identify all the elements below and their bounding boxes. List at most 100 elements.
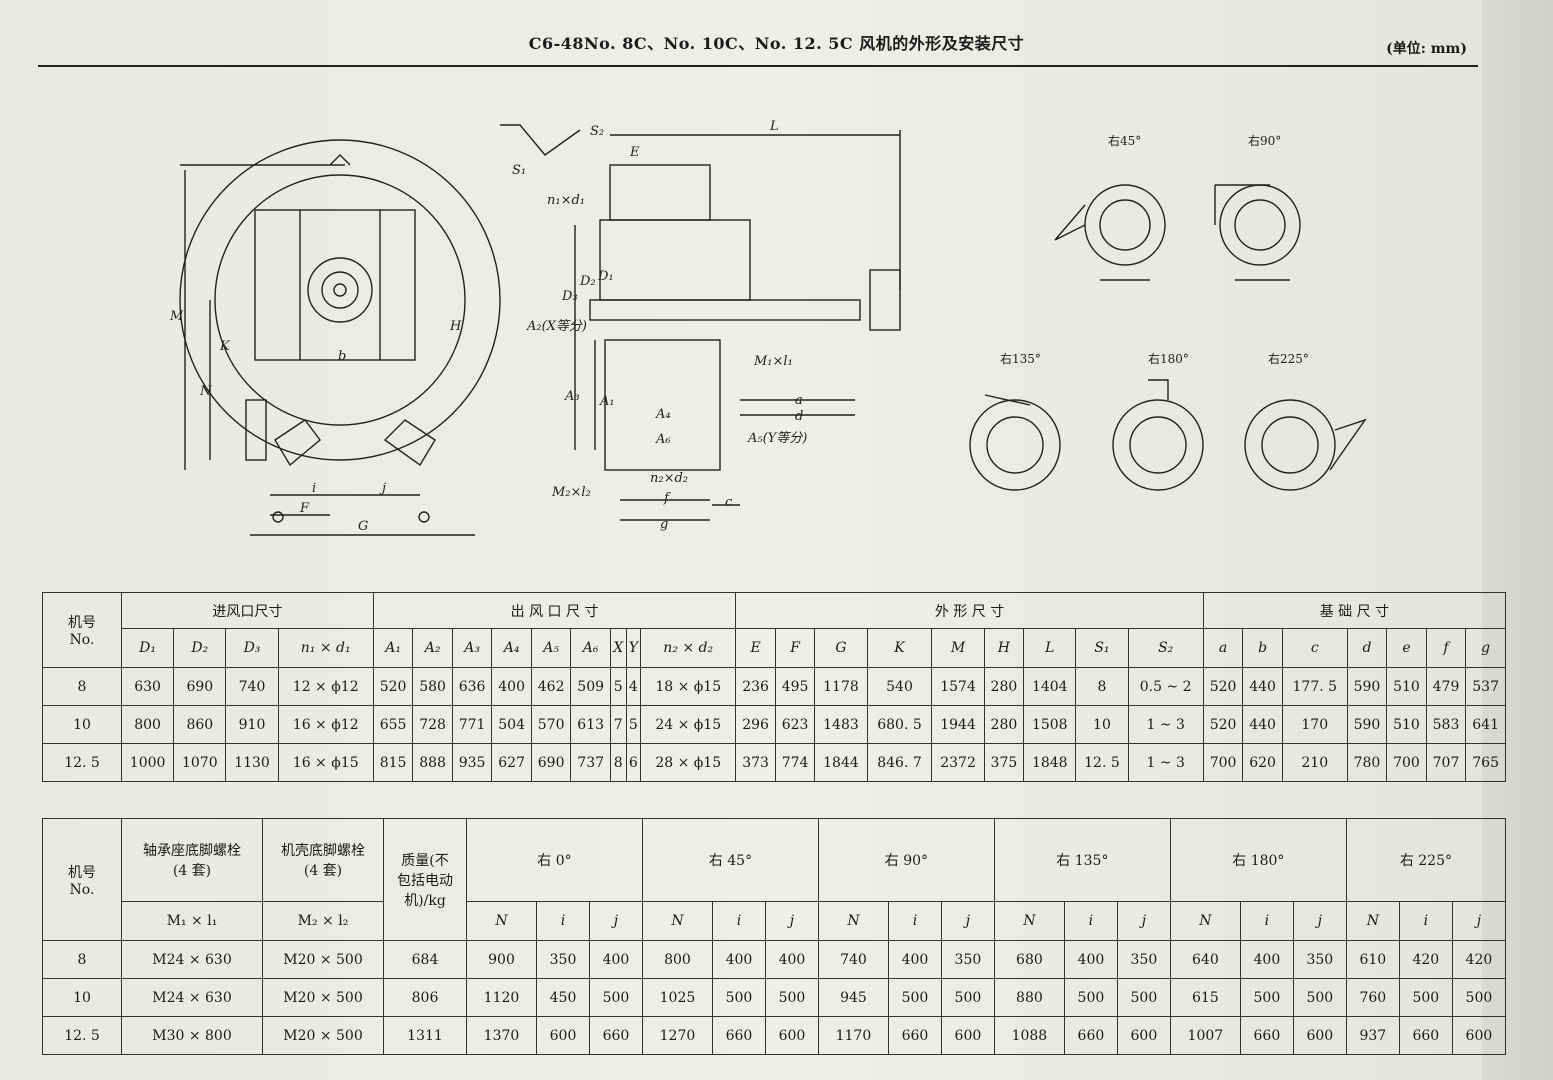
- t2-group-r135: 右 135°: [993, 818, 1171, 902]
- t1-col-header: D₁: [120, 628, 175, 668]
- orientation-r135: 右135°: [1000, 351, 1041, 366]
- drawing-labels: M K N H b i j F G L E S₁ S₂ n₁×d₁ D₃ D₂ …: [169, 119, 1309, 534]
- t1-cell: 1000: [120, 743, 175, 782]
- t1-cell: 10: [1075, 705, 1129, 744]
- t1-cell: 510: [1386, 705, 1427, 744]
- t2-cell: 660: [1063, 1016, 1118, 1055]
- t1-cell: 1508: [1023, 705, 1077, 744]
- t2-cell: 600: [1292, 1016, 1347, 1055]
- t1-cell: 935: [451, 743, 493, 782]
- label-E: E: [629, 145, 640, 160]
- t1-col-header: E: [735, 628, 776, 668]
- t1-cell: 28 × ϕ15: [640, 743, 737, 782]
- t1-col-header: A₆: [570, 628, 611, 668]
- t1-cell: 12. 5: [1075, 743, 1129, 782]
- t2-nij-header: N: [993, 901, 1065, 941]
- t1-cell: 8: [609, 743, 627, 782]
- t1-col-header: n₁ × d₁: [277, 628, 374, 668]
- t2-nij-header: j: [1116, 901, 1171, 941]
- t2-cell: 610: [1345, 940, 1400, 979]
- t2-bolt-subheader: M₁ × l₁: [121, 901, 263, 941]
- t2-nij-header: i: [1063, 901, 1118, 941]
- label-A1: A₁: [599, 394, 615, 409]
- t1-cell: 12 × ϕ12: [277, 667, 374, 706]
- t2-bolt-subheader: M₂ × l₂: [262, 901, 384, 941]
- t2-cell: 1025: [641, 978, 713, 1017]
- t2-nij-header: i: [1398, 901, 1453, 941]
- t2-nij-header: N: [1345, 901, 1400, 941]
- t2-cell: 660: [588, 1016, 643, 1055]
- t1-cell: 846. 7: [866, 743, 933, 782]
- t2-cell: 1270: [641, 1016, 713, 1055]
- label-n2d2: n₂×d₂: [650, 471, 688, 486]
- t2-cell: 740: [817, 940, 889, 979]
- t1-cell: 771: [451, 705, 493, 744]
- t2-cell: 500: [1116, 978, 1171, 1017]
- t2-cell: 800: [641, 940, 713, 979]
- t2-cell: 350: [1292, 940, 1347, 979]
- t1-col-header: f: [1425, 628, 1467, 668]
- label-L: L: [769, 119, 779, 134]
- t2-cell: 400: [887, 940, 942, 979]
- t1-cell: 210: [1281, 743, 1348, 782]
- t1-cell: 1070: [173, 743, 227, 782]
- title-rule: [38, 65, 1478, 67]
- t1-cell: 8: [1075, 667, 1129, 706]
- label-G: G: [358, 519, 368, 534]
- t2-cell: 500: [1292, 978, 1347, 1017]
- front-view-drawing: [179, 139, 501, 536]
- t1-cell: 765: [1465, 743, 1506, 782]
- t1-cell: 690: [173, 667, 227, 706]
- t1-cell: 728: [412, 705, 453, 744]
- t2-group-r45: 右 45°: [641, 818, 819, 902]
- t2-nij-header: N: [817, 901, 889, 941]
- label-S1: S₁: [512, 163, 526, 178]
- orientation-diagrams: [969, 184, 1367, 491]
- t1-col-header: X: [609, 628, 627, 668]
- t2-row-label: 8: [42, 940, 122, 979]
- t1-cell: 740: [225, 667, 279, 706]
- label-D1: D₁: [597, 269, 614, 284]
- t1-col-header: Y: [625, 628, 642, 668]
- label-c: c: [725, 495, 733, 510]
- t1-cell: 280: [983, 667, 1025, 706]
- side-view-drawing: [500, 124, 901, 521]
- t1-group-inlet: 进风口尺寸: [121, 592, 374, 629]
- t2-cell: 350: [1116, 940, 1171, 979]
- t1-cell: 1178: [814, 667, 868, 706]
- t1-cell: 800: [120, 705, 175, 744]
- t2-nij-header: j: [588, 901, 643, 941]
- t1-col-header: g: [1465, 628, 1506, 668]
- t1-cell: 1130: [225, 743, 279, 782]
- t2-cell: 500: [940, 978, 995, 1017]
- t1-cell: 590: [1346, 705, 1388, 744]
- t2-cell: 500: [1451, 978, 1507, 1017]
- label-A3: A₃: [564, 389, 580, 404]
- t1-col-header: D₂: [173, 628, 227, 668]
- t1-cell: 537: [1465, 667, 1506, 706]
- t1-col-header: n₂ × d₂: [640, 628, 737, 668]
- t1-cell: 888: [412, 743, 453, 782]
- t1-cell: 910: [225, 705, 279, 744]
- t1-cell: 1944: [931, 705, 985, 744]
- t2-cell: 420: [1398, 940, 1453, 979]
- t1-row-label: 8: [42, 667, 122, 706]
- t1-cell: 5: [625, 705, 642, 744]
- label-H: H: [449, 319, 462, 334]
- label-j: j: [379, 481, 386, 496]
- t1-cell: 780: [1346, 743, 1388, 782]
- t1-group-outline: 外 形 尺 寸: [735, 592, 1204, 629]
- t1-cell: 540: [866, 667, 933, 706]
- t2-nij-header: j: [1292, 901, 1347, 941]
- t2-cell: M20 × 500: [262, 1016, 384, 1055]
- t1-cell: 636: [451, 667, 493, 706]
- page-title: C6-48No. 8C、No. 10C、No. 12. 5C 风机的外形及安装尺…: [528, 34, 1025, 53]
- t1-group-outlet: 出 风 口 尺 寸: [372, 592, 737, 629]
- t2-header-casing-bolt: 机壳底脚螺栓(4 套): [262, 818, 384, 902]
- t2-cell: 450: [536, 978, 590, 1017]
- t2-cell: 1370: [466, 1016, 537, 1055]
